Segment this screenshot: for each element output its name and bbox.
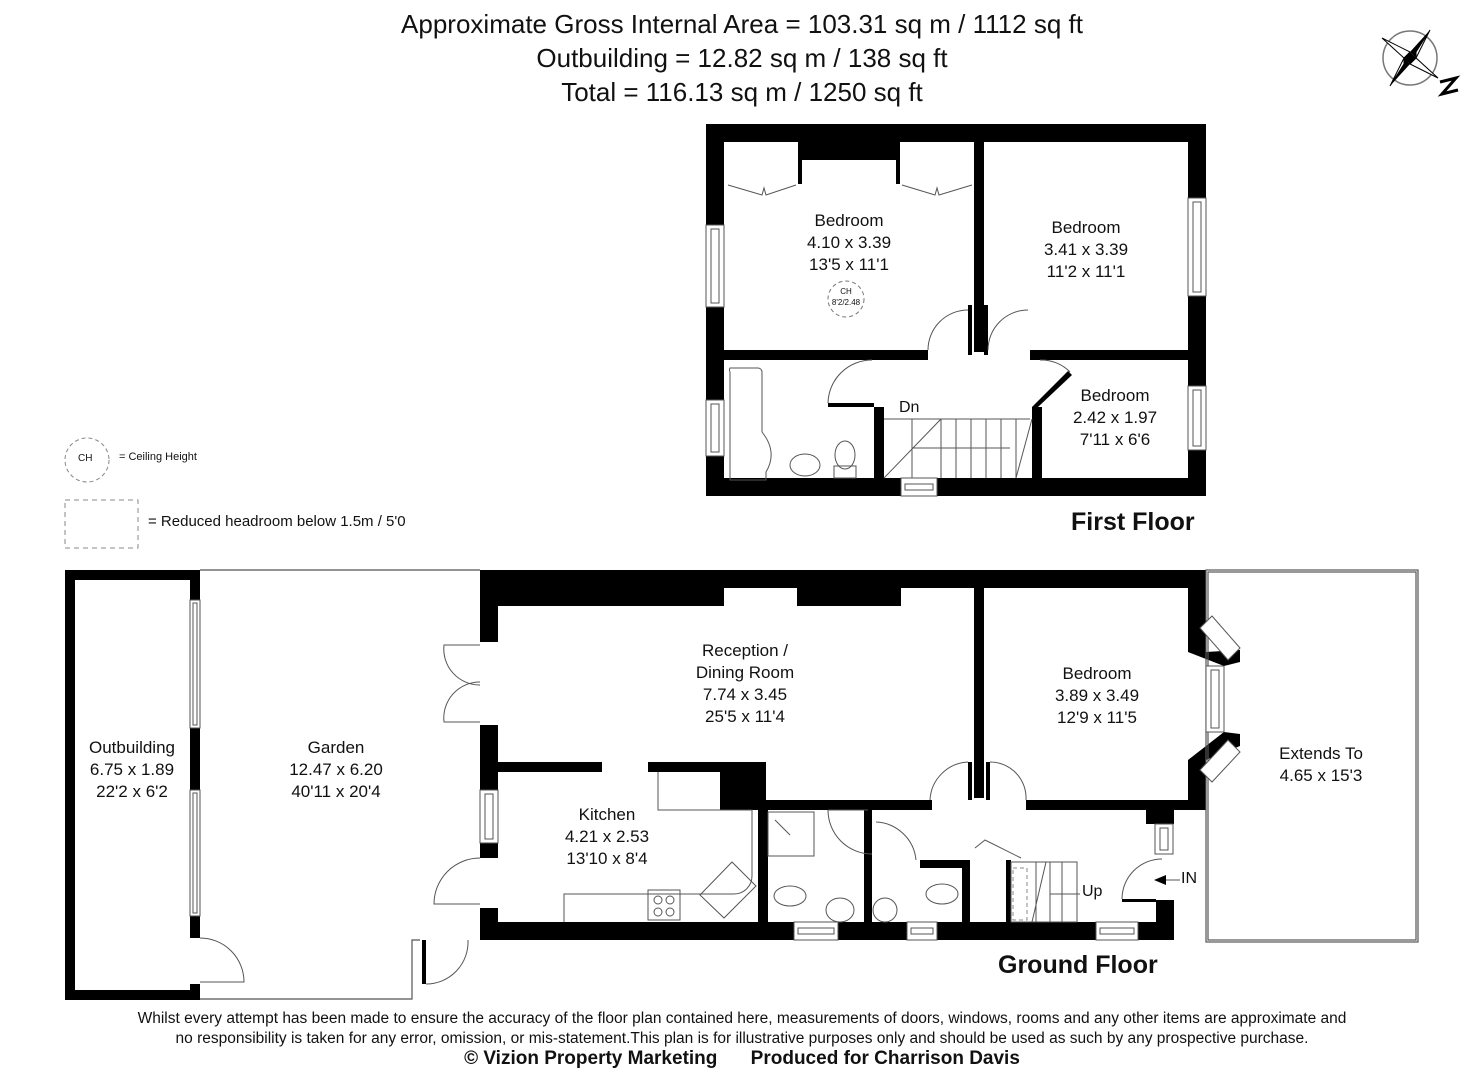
garden-label: Garden 12.47 x 6.20 40'11 x 20'4 (289, 738, 383, 801)
credits: © Vizion Property Marketing Produced for… (0, 1048, 1484, 1070)
ceiling-height-marker-icon (827, 280, 865, 318)
first-floor-windows (705, 197, 1207, 497)
first-floor-fixtures (727, 184, 1071, 481)
ground-floor-fixtures (199, 644, 1180, 985)
ground-floor-plan (65, 570, 1240, 1000)
extends-to-label: Extends To 4.65 x 15'3 (1279, 744, 1363, 785)
reception-dining-room-label: Reception / Dining Room 7.74 x 3.45 25'5… (695, 641, 795, 726)
gross-internal-area: Approximate Gross Internal Area = 103.31… (401, 9, 1083, 39)
compass-rose-icon (1381, 29, 1461, 97)
ground-floor-windows (189, 599, 1241, 941)
kitchen-label: Kitchen 4.21 x 2.53 13'10 x 8'4 (564, 805, 650, 868)
copyright-text: © Vizion Property Marketing (464, 1048, 718, 1069)
first-floor-title: First Floor (1071, 508, 1195, 536)
disclaimer-line-2: no responsibility is taken for any error… (175, 1030, 1309, 1047)
ground-floor-bedroom-label: Bedroom 3.89 x 3.49 12'9 x 11'5 (1054, 664, 1140, 727)
first-floor-stairs-label: Dn (899, 399, 920, 416)
garden-boundary (200, 569, 1419, 1000)
outbuilding-area: Outbuilding = 12.82 sq m / 138 sq ft (536, 43, 948, 73)
entrance-label: IN (1181, 870, 1197, 887)
ground-floor-title: Ground Floor (998, 951, 1158, 979)
produced-for-text: Produced for Charrison Davis (750, 1048, 1020, 1069)
legend-reduced-headroom-text: = Reduced headroom below 1.5m / 5'0 (148, 513, 406, 530)
disclaimer-line-1: Whilst every attempt has been made to en… (137, 1010, 1347, 1027)
ceiling-height-marker-label: CH 8'2/2.48 (831, 287, 861, 307)
ceiling-height-legend-icon (64, 437, 110, 483)
total-area: Total = 116.13 sq m / 1250 sq ft (561, 77, 923, 107)
first-floor-bedroom-2-label: Bedroom 3.41 x 3.39 11'2 x 11'1 (1043, 218, 1129, 281)
reduced-headroom-legend-icon (64, 499, 139, 549)
first-floor-bedroom-3-label: Bedroom 2.42 x 1.97 7'11 x 6'6 (1072, 386, 1158, 449)
legend-ceiling-height-text: = Ceiling Height (119, 451, 197, 463)
entrance-arrow-icon (1154, 875, 1166, 885)
ground-floor-stairs-label: Up (1082, 883, 1103, 900)
outbuilding-label: Outbuilding 6.75 x 1.89 22'2 x 6'2 (88, 738, 176, 801)
first-floor-bedroom-1-label: Bedroom 4.10 x 3.39 13'5 x 11'1 (806, 211, 892, 274)
legend-ch-symbol: CH (78, 453, 93, 464)
